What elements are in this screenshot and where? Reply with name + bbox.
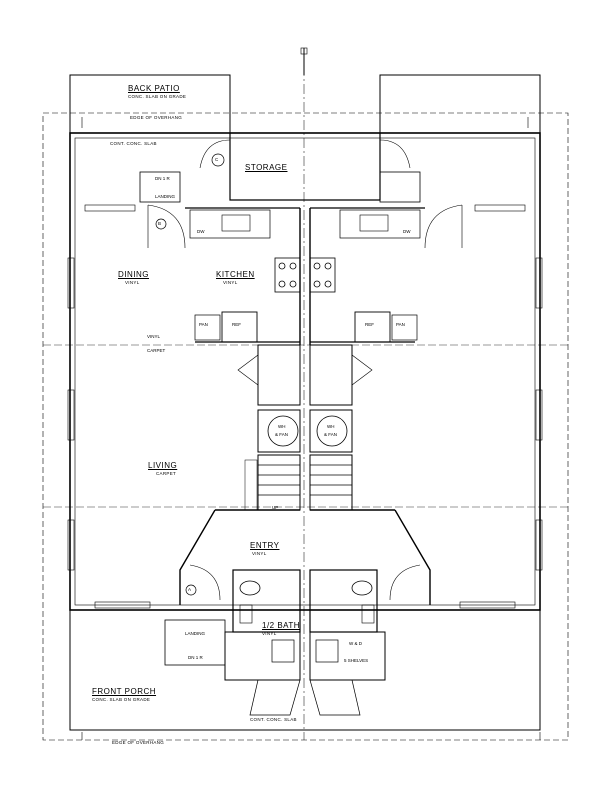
storage-right: [304, 133, 381, 201]
cont-conc-slab-top-label: CONT. CONC. SLAB: [110, 141, 157, 146]
tag-a-label: A: [188, 587, 192, 592]
pan-right-label: PAN: [396, 322, 405, 327]
wd-right-label: W & D: [349, 641, 362, 646]
dw-right-label: DW: [403, 229, 411, 234]
carpet-mid-label: CARPET: [147, 348, 166, 353]
vinyl-mid-label: VINYL: [147, 334, 161, 339]
exterior-wall: [69, 132, 541, 611]
storage-label: STORAGE: [245, 163, 288, 172]
overhang-outline: [42, 112, 569, 741]
wh-left-sublabel: & FAN: [275, 432, 289, 437]
dn-1r-top-label: DN 1 R: [155, 176, 170, 181]
kitchen-label: KITCHEN: [216, 270, 255, 279]
dn-1r-bottom-label: DN 1 R: [188, 655, 203, 660]
entry-sublabel: VINYL: [252, 551, 267, 556]
wh-right-sublabel: & FAN: [324, 432, 338, 437]
ref-left-label: REF: [232, 322, 241, 327]
stair-up-label: UP: [272, 505, 279, 510]
edge-overhang-bottom-label: EDGE OF OVERHANG: [112, 740, 165, 745]
wd-right-sublabel: 5 SHELVES: [344, 658, 369, 663]
wh-left-label: WH: [278, 424, 286, 429]
front-porch-sublabel: CONC. SLAB ON GRADE: [92, 697, 151, 702]
ref-right-label: REF: [365, 322, 374, 327]
entry-wall-right: [310, 509, 431, 605]
cont-conc-slab-bottom-label: CONT. CONC. SLAB: [250, 717, 297, 722]
back-patio-sublabel: CONC. SLAB ON GRADE: [128, 94, 187, 99]
edge-overhang-top-label: EDGE OF OVERHANG: [130, 115, 183, 120]
tag-b-label: B: [158, 221, 162, 226]
front-porch-label: FRONT PORCH: [92, 687, 157, 696]
back-patio-right: [379, 74, 541, 134]
dw-left-label: DW: [197, 229, 205, 234]
wh-right-label: WH: [327, 424, 335, 429]
landing-top-label: LANDING: [155, 194, 176, 199]
entry-wall-left: [179, 509, 300, 605]
storage-left: [229, 133, 304, 201]
landing-bottom-label: LANDING: [185, 631, 206, 636]
half-bath-label: 1/2 BATH: [262, 621, 301, 630]
dining-sublabel: VINYL: [125, 280, 140, 285]
dining-label: DINING: [118, 270, 149, 279]
living-label: LIVING: [148, 461, 178, 470]
living-sublabel: CARPET: [156, 471, 177, 476]
back-patio-label: BACK PATIO: [128, 84, 180, 93]
kitchen-sublabel: VINYL: [223, 280, 238, 285]
pan-left-label: PAN: [199, 322, 208, 327]
tag-c-label: C: [215, 157, 219, 162]
front-porch-slab: [69, 609, 541, 731]
entry-label: ENTRY: [250, 541, 280, 550]
half-bath-sublabel: VINYL: [262, 631, 277, 636]
